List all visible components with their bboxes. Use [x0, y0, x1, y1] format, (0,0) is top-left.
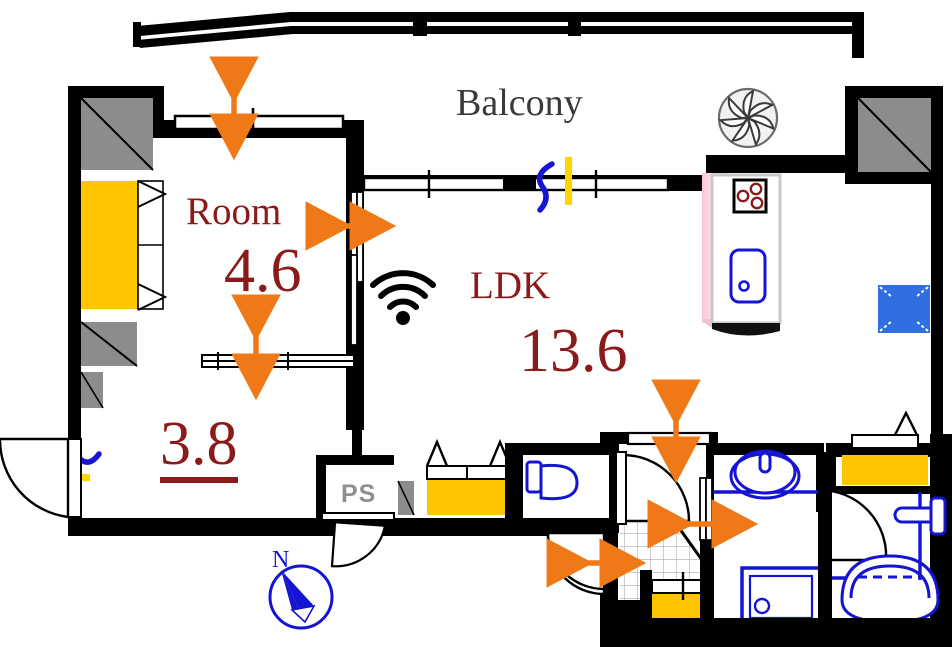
closet-western-room: [81, 180, 168, 311]
sliding-door-ldk-balcony[interactable]: [362, 170, 670, 198]
compass-north-label: N: [272, 547, 290, 573]
washbasin-icon: [712, 449, 818, 500]
wifi-icon: [370, 270, 436, 325]
direction-arrows: [209, 56, 759, 588]
ldk-area-label: 13.6: [519, 317, 628, 385]
pipe-space-box: [316, 430, 395, 527]
washing-machine-pan-icon: [740, 566, 822, 622]
shoe-cabinet: [425, 438, 512, 515]
kitchen-sink-icon: [729, 248, 767, 304]
ldk-label: LDK: [470, 264, 551, 307]
compass-rose-icon: [268, 564, 334, 630]
shower-head-icon: [893, 492, 947, 580]
ac-outlet-icon: [878, 285, 930, 333]
window-japanese-room: [201, 352, 355, 370]
entry-door-left[interactable]: [0, 437, 82, 519]
balcony-label: Balcony: [456, 82, 583, 124]
ps-door-swing[interactable]: [330, 521, 387, 569]
pipe-space-label: PS: [341, 480, 377, 508]
room-label: Room: [186, 190, 282, 233]
washroom-sliding-door[interactable]: [699, 477, 713, 541]
window-corridor: [626, 431, 712, 446]
bathtub-icon: [832, 554, 940, 624]
japanese-room-area-label: 3.8: [160, 413, 238, 483]
ventilation-fan-icon: [717, 87, 779, 149]
curtain-icon-balcony: [536, 157, 572, 213]
bathroom-upper-storage: [842, 410, 928, 485]
room-area-label: 4.6: [224, 237, 302, 305]
toilet-icon: [525, 460, 579, 501]
balcony-railing: [133, 12, 864, 58]
stove-burners-icon: [732, 178, 768, 214]
